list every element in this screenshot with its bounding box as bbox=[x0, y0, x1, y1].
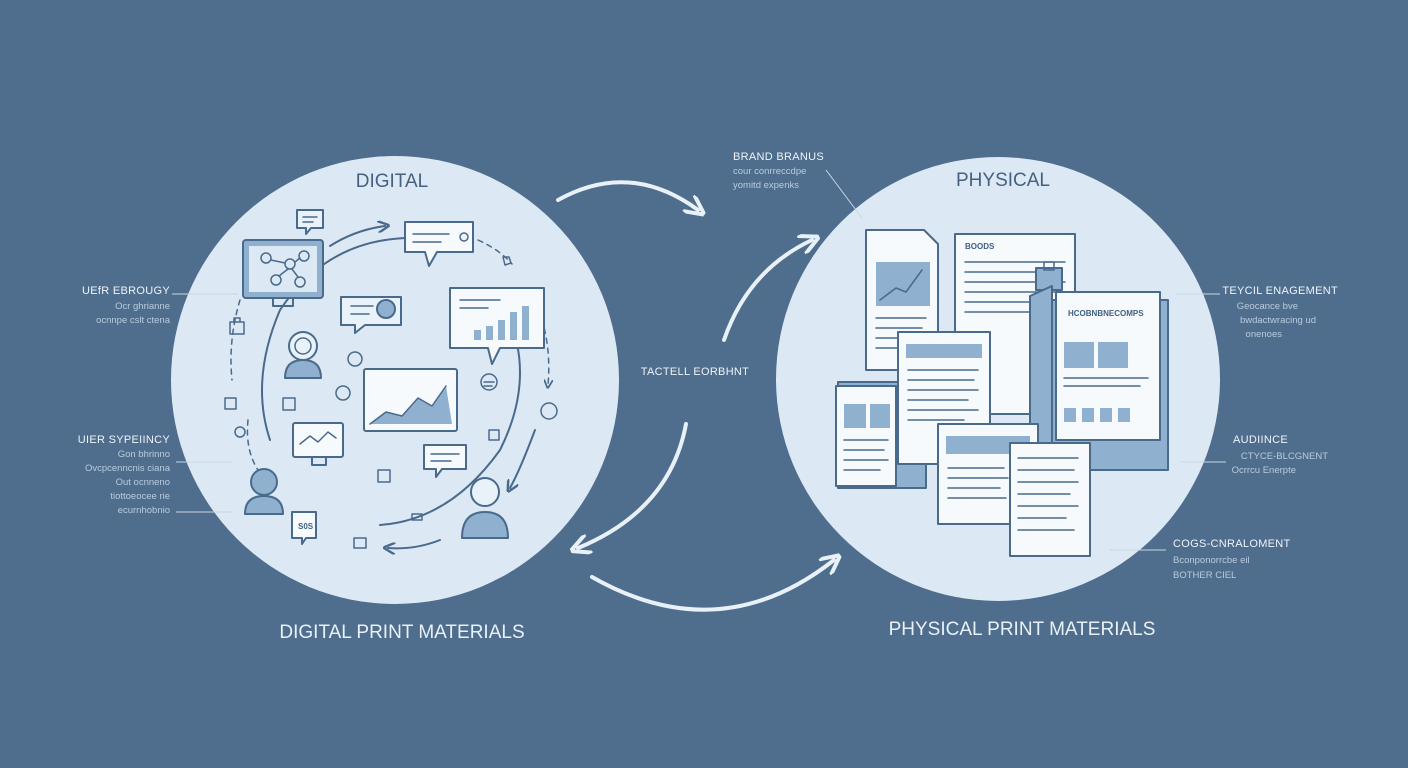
note-head: UIER SYPEIINCY bbox=[78, 434, 171, 446]
center-label: TACTELL EORBHNT bbox=[641, 366, 749, 378]
note-line: cour conrreccdpe bbox=[733, 166, 806, 177]
small-monitor-icon bbox=[292, 422, 344, 466]
physical-note-cogs: COGS-CNRALOMENT Bconponorrcbe eil BOTHER… bbox=[1110, 538, 1291, 581]
note-head: AUDIINCE bbox=[1233, 434, 1288, 446]
document-icon: S0S bbox=[291, 511, 317, 545]
bar-chart-icon bbox=[449, 287, 545, 365]
speech-bubble-icon bbox=[340, 296, 402, 334]
digital-caption: DIGITAL PRINT MATERIALS bbox=[279, 622, 524, 643]
note-line: BOTHER CIEL bbox=[1173, 570, 1236, 581]
note-head: COGS-CNRALOMENT bbox=[1173, 538, 1291, 550]
user-icon bbox=[284, 331, 322, 379]
book-icon: HCOBNBNECOMPS bbox=[1029, 285, 1169, 477]
note-line: Bconponorrcbe eil bbox=[1173, 555, 1250, 566]
digital-doc-label: S0S bbox=[298, 522, 314, 531]
person-icon bbox=[461, 477, 509, 539]
physical-title: PHYSICAL bbox=[956, 170, 1050, 191]
physical-caption: PHYSICAL PRINT MATERIALS bbox=[889, 619, 1156, 640]
note-head: UEfR EBROUGY bbox=[82, 285, 170, 297]
physical-note-audience: AUDIINCE CTYCE-BLCGNENT Ocrrcu Enerpte bbox=[1180, 434, 1328, 476]
center-arrows: TACTELL EORBHNT bbox=[556, 180, 834, 612]
note-line: Ocrrcu Enerpte bbox=[1232, 465, 1296, 476]
note-line: onenoes bbox=[1246, 329, 1283, 340]
leader-line bbox=[825, 169, 863, 219]
lower-return-arrow-icon bbox=[578, 422, 688, 548]
digital-note-2: UIER SYPEIINCY Gon bhrinno Ovcpcenncnis … bbox=[78, 434, 232, 516]
note-line: Ocr ghrianne bbox=[115, 301, 170, 312]
note-line: ecurnhobnio bbox=[118, 505, 170, 516]
note-line: Ovcpcenncnis ciana bbox=[85, 463, 171, 474]
note-line: tiottoeocee rie bbox=[110, 491, 170, 502]
note-line: bwdactwracing ud bbox=[1240, 315, 1316, 326]
note-line: yomitd expenks bbox=[733, 180, 799, 191]
note-line: Geocance bve bbox=[1237, 301, 1298, 312]
chat-bubble-icon bbox=[423, 444, 467, 478]
physical-note-brand: BRAND BRANUS cour conrreccdpe yomitd exp… bbox=[733, 151, 863, 219]
note-head: BRAND BRANUS bbox=[733, 151, 824, 163]
document-icon bbox=[1009, 442, 1091, 557]
top-arrow-icon bbox=[556, 180, 698, 210]
upper-return-arrow-icon bbox=[722, 240, 812, 342]
physical-doc-label: HCOBNBNECOMPS bbox=[1068, 309, 1144, 318]
note-line: CTYCE-BLCGNENT bbox=[1241, 451, 1328, 462]
physical-doc-label: BOODS bbox=[965, 242, 995, 251]
physical-panel: PHYSICAL BOODS HCOBNBNECOMPS bbox=[733, 151, 1338, 640]
digital-title: DIGITAL bbox=[356, 171, 429, 192]
misc-small-icons bbox=[224, 256, 558, 549]
avatar-icon bbox=[244, 468, 284, 515]
note-line: Out ocnneno bbox=[116, 477, 170, 488]
physical-note-tactile: TEYCIL ENAGEMENT Geocance bve bwdactwrac… bbox=[1176, 285, 1338, 340]
bottom-arrow-icon bbox=[590, 560, 834, 612]
note-line: Gon bhrinno bbox=[118, 449, 170, 460]
digital-note-1: UEfR EBROUGY Ocr ghrianne ocnnpe cslt ct… bbox=[82, 285, 238, 326]
chat-bubble-icon bbox=[296, 209, 324, 235]
note-line: ocnnpe cslt ctena bbox=[96, 315, 171, 326]
digital-panel: DIGITAL bbox=[78, 156, 619, 643]
note-head: TEYCIL ENAGEMENT bbox=[1222, 285, 1338, 297]
monitor-network-icon bbox=[242, 239, 324, 307]
line-chart-icon bbox=[363, 368, 458, 432]
message-icon bbox=[404, 221, 474, 267]
